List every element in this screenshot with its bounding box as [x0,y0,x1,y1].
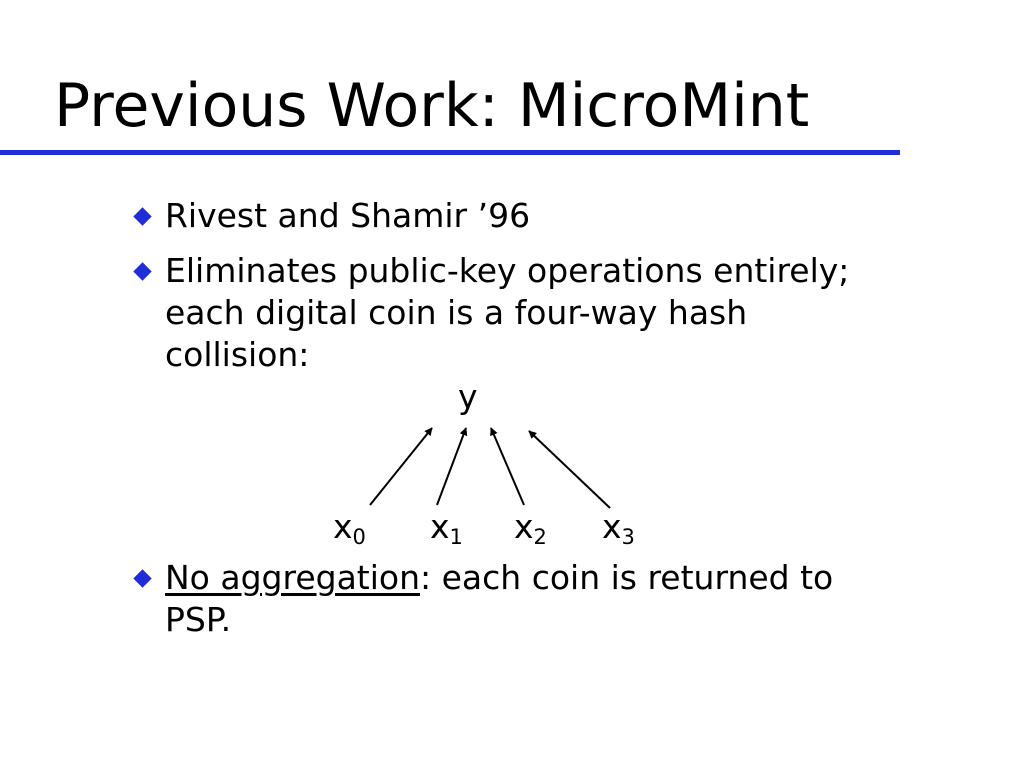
arrow-x2-to-y [490,427,525,506]
bullet-item: Rivest and Shamir ’96 [133,195,965,237]
hash-input-x1: x1 [430,507,463,549]
bullet-item: Eliminates public-key operations entirel… [133,250,965,376]
bullet-text-line: PSP. [165,600,232,639]
hash-output-y: y [458,377,478,416]
hash-input-x2: x2 [514,507,547,549]
bullet-text-line: Eliminates public-key operations entirel… [165,251,850,290]
bullet-text-line: No aggregation: each coin is returned to [165,558,834,597]
hash-input-x0: x0 [333,507,366,549]
underlined-term: No aggregation [165,558,421,597]
bullet-text: Rivest and Shamir ’96 [165,196,531,235]
arrow-x3-to-y [528,430,611,509]
bullet-item: No aggregation: each coin is returned to… [133,557,965,641]
bullet-text-line: each digital coin is a four-way hash [165,293,748,332]
bullet-text-line: collision: [165,335,310,374]
hash-input-x3: x3 [602,507,635,549]
title-underline [0,150,900,155]
arrow-x0-to-y [369,427,433,506]
slide-title: Previous Work: MicroMint [54,71,810,141]
arrow-x1-to-y [436,427,468,506]
